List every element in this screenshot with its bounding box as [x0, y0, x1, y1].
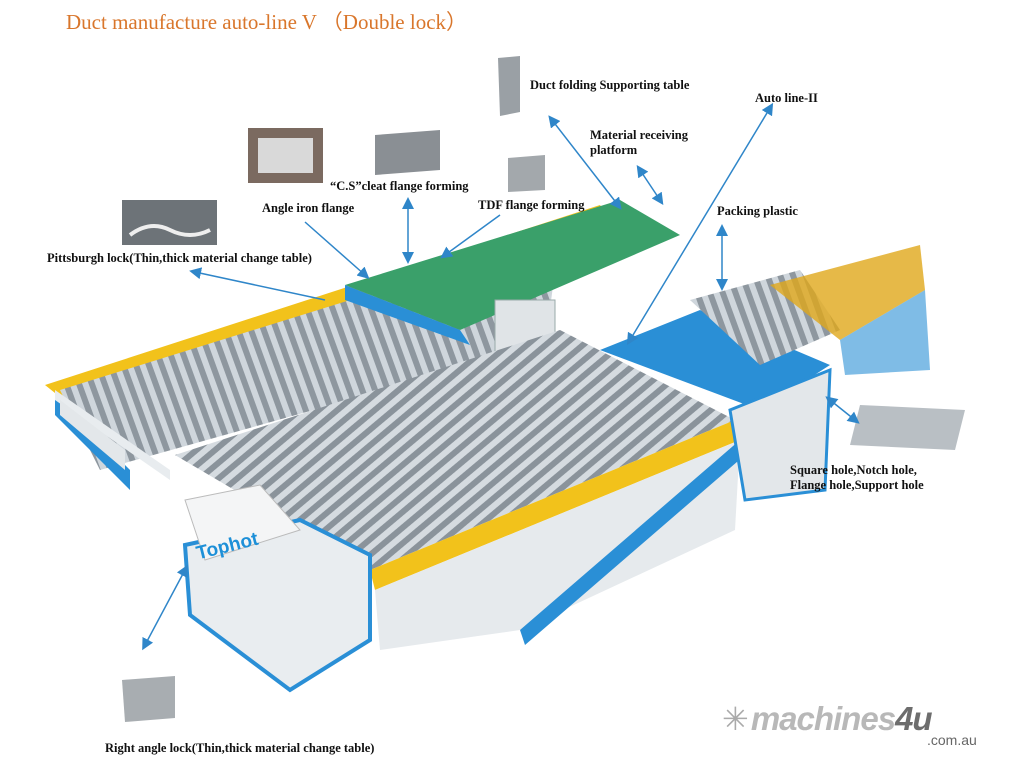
- label-cs-cleat: “C.S”cleat flange forming: [330, 179, 469, 193]
- cs-cleat-thumb: [375, 130, 440, 175]
- watermark-word: machines: [750, 700, 896, 737]
- label-angle-iron: Angle iron flange: [262, 201, 355, 215]
- pittsburgh-thumb: [122, 200, 217, 245]
- label-pittsburgh: Pittsburgh lock(Thin,thick material chan…: [47, 251, 312, 265]
- label-line: platform: [590, 143, 638, 157]
- machines4u-watermark: ✳machines4u .com.au: [722, 700, 977, 748]
- watermark-num: 4u: [895, 700, 933, 737]
- tdf-thumb: [508, 155, 545, 192]
- duct-folding-thumb: [498, 56, 520, 116]
- diagram-title: Duct manufacture auto-line V （Double loc…: [66, 10, 468, 34]
- label-duct-folding: Duct folding Supporting table: [530, 78, 690, 92]
- main-line-machine: [45, 200, 745, 693]
- right-angle-thumb: [122, 676, 175, 722]
- punched-sheet-thumb: [850, 405, 965, 450]
- snowflake-icon: ✳: [722, 701, 749, 737]
- label-auto-line-ii: Auto line-II: [755, 91, 818, 105]
- label-material-receiving: Material receiving platform: [590, 128, 688, 158]
- label-line: Square hole,Notch hole,: [790, 463, 917, 477]
- label-right-angle: Right angle lock(Thin,thick material cha…: [105, 741, 375, 755]
- label-tdf: TDF flange forming: [478, 198, 585, 212]
- label-line: Material receiving: [590, 128, 688, 142]
- label-packing-plastic: Packing plastic: [717, 204, 798, 218]
- product-thumbnails: [122, 56, 965, 722]
- callout-arrows: [142, 102, 860, 651]
- label-holes: Square hole,Notch hole, Flange hole,Supp…: [790, 463, 924, 493]
- label-line: Flange hole,Support hole: [790, 478, 924, 492]
- watermark-domain: .com.au: [927, 732, 977, 748]
